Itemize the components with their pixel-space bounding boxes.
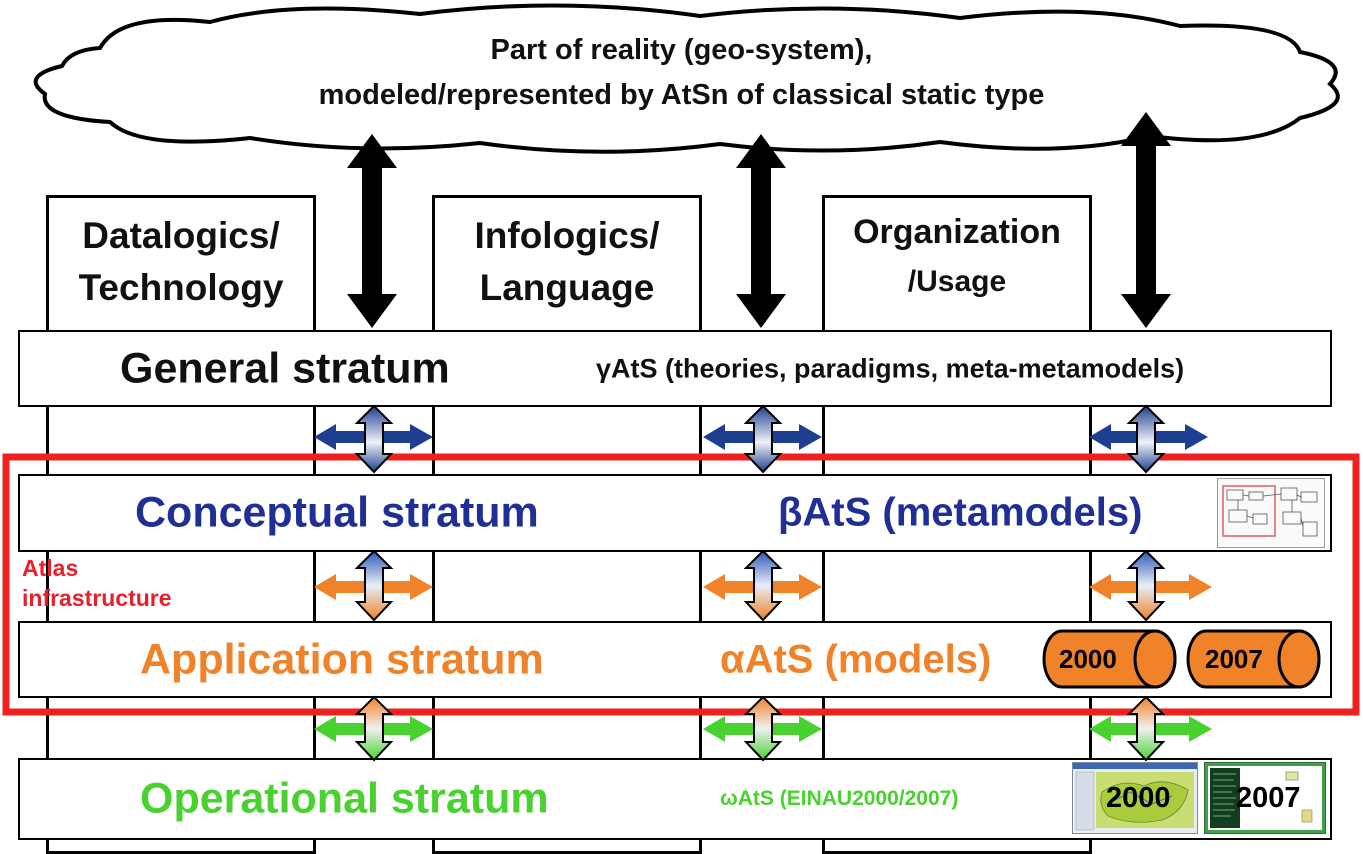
atlas-2000-screenshot: [1072, 762, 1198, 834]
orange-green-vertical-arrows: [354, 695, 1166, 762]
bo-v-arrow-1: [354, 549, 394, 622]
og-v-arrow-2: [743, 695, 783, 762]
atlas-infrastructure-label-line-1: Atlas: [22, 555, 79, 581]
bo-v-arrow-2: [743, 549, 783, 622]
database-2007-icon: [1186, 629, 1321, 689]
blue-v-arrow-2: [743, 404, 783, 474]
metamodel-diagram-thumbnail: [1217, 478, 1325, 548]
application-stratum-label: Application stratum: [140, 635, 544, 683]
general-stratum-ats: γAtS (theories, paradigms, meta-metamode…: [596, 353, 1185, 383]
conceptual-stratum-ats: βAtS (metamodels): [778, 490, 1143, 535]
application-stratum-ats: αAtS (models): [720, 637, 992, 681]
og-v-arrow-3: [1126, 695, 1166, 762]
database-2000-icon: [1042, 629, 1177, 689]
database-2007-label: 2007: [1205, 644, 1263, 674]
atlas-infrastructure-label-line-2: infrastructure: [22, 585, 172, 611]
conceptual-stratum: Conceptual stratum βAtS (metamodels): [18, 474, 1332, 552]
reality-arrows: [347, 112, 1171, 328]
column-organization-line-2: /Usage: [907, 265, 1007, 298]
bo-v-arrow-3: [1126, 549, 1166, 622]
cloud-line-1: Part of reality (geo-system),: [490, 34, 873, 66]
cloud-line-2: modeled/represented by AtSn of classical…: [318, 79, 1045, 111]
operational-stratum-ats: ωAtS (EINAU2000/2007): [720, 787, 959, 810]
blue-v-arrow-1: [354, 404, 394, 474]
atlas-2007-label: 2007: [1236, 782, 1301, 814]
column-datalogics-line-2: Technology: [78, 267, 284, 308]
general-stratum: General stratum γAtS (theories, paradigm…: [18, 330, 1332, 407]
blue-vertical-arrows: [354, 404, 1166, 474]
conceptual-stratum-label: Conceptual stratum: [135, 488, 539, 537]
column-infologics-line-2: Language: [479, 267, 655, 308]
column-organization-line-1: Organization: [853, 213, 1061, 251]
reality-arrow-3: [1121, 112, 1171, 328]
og-v-arrow-1: [354, 695, 394, 762]
operational-stratum-label: Operational stratum: [140, 774, 549, 823]
blue-v-arrow-3: [1126, 404, 1166, 474]
atlas-infrastructure-frame: [2, 453, 1360, 716]
blue-orange-vertical-arrows: [354, 549, 1166, 622]
column-datalogics-line-1: Datalogics/: [82, 215, 280, 256]
reality-arrow-1: [347, 134, 397, 328]
atlas-infrastructure-label: Atlas infrastructure: [22, 553, 172, 613]
database-2000-label: 2000: [1059, 644, 1117, 674]
reality-arrow-2: [736, 134, 786, 328]
atlas-2000-label: 2000: [1106, 782, 1171, 814]
general-stratum-label: General stratum: [120, 344, 450, 392]
atlas-2007-screenshot: [1204, 762, 1326, 834]
reality-cloud: [33, 3, 1340, 154]
column-infologics-line-1: Infologics/: [474, 215, 660, 256]
